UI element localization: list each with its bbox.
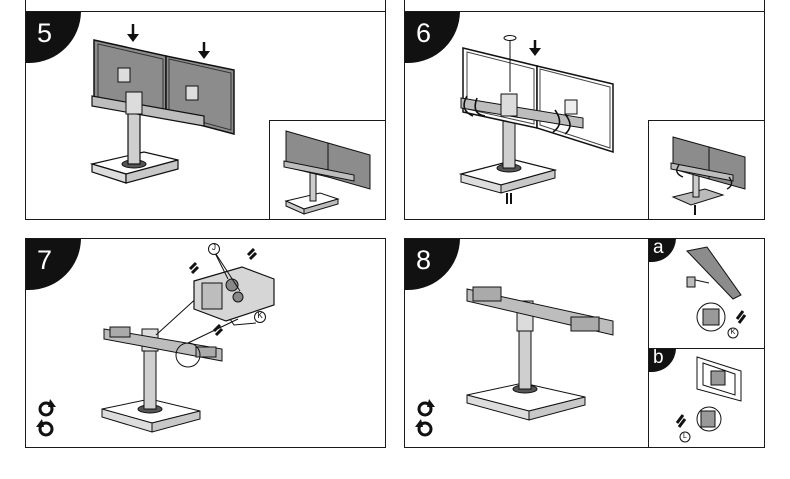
- step-8-inset-b: b L: [648, 348, 764, 447]
- rotate-counterclockwise-icon: [36, 419, 54, 437]
- rotate-counterclockwise-icon: [415, 419, 433, 437]
- step-8-panel: 8 a K b L: [404, 238, 765, 448]
- step-6-panel: 6: [404, 11, 765, 220]
- step-6-illustration: [458, 35, 614, 204]
- callout-l-label: L: [683, 433, 687, 440]
- top-frame-fragment-left: [25, 0, 386, 12]
- screw-icon: [188, 261, 200, 275]
- step-6-detail-inset: [648, 120, 764, 219]
- assembled-monitors-thumbnail: [283, 130, 371, 215]
- screw-icon: [246, 247, 258, 261]
- callout-j-label: J: [212, 243, 216, 252]
- callout-k-label: K: [257, 311, 263, 320]
- monitor-lock-detail: [675, 356, 742, 443]
- step-number-badge: 7: [26, 239, 81, 290]
- callout-k2-label: K: [730, 329, 736, 336]
- step-8-inset-a: a K: [648, 239, 764, 349]
- screw-icon: [675, 414, 687, 428]
- rotate-clockwise-icon: [38, 399, 56, 417]
- step-5-illustration: [89, 24, 235, 184]
- hex-key-icon: [735, 310, 747, 324]
- step-number-badge: 8: [405, 239, 460, 290]
- step-8-illustration: [415, 286, 614, 437]
- down-arrow-icon: [198, 42, 210, 59]
- rotate-clockwise-icon: [417, 399, 435, 417]
- step-5-detail-inset: [269, 120, 385, 219]
- top-frame-fragment-right: [404, 0, 765, 12]
- step-7-illustration: [36, 243, 275, 437]
- tilt-adjustment-detail: [686, 246, 747, 339]
- down-arrow-icon: [529, 40, 541, 56]
- down-arrow-icon: [127, 24, 139, 42]
- step-5-panel: 5: [25, 11, 386, 220]
- cable-management-thumbnail: [670, 136, 746, 215]
- step-7-panel: 7 J K: [25, 238, 386, 448]
- screw-icon: [212, 323, 224, 337]
